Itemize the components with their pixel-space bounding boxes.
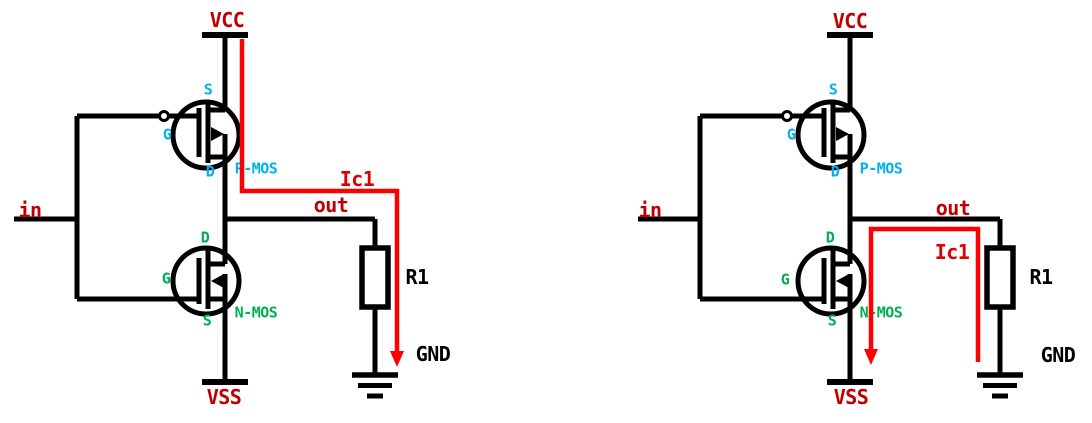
pmos-transistor-icon — [77, 99, 242, 171]
vcc-rail-icon — [827, 32, 873, 110]
nmos-transistor-icon — [170, 245, 242, 317]
resistor-icon — [984, 219, 1016, 375]
ground-icon — [977, 372, 1023, 399]
source-vss-wire — [202, 274, 248, 385]
drain-output-wire — [222, 157, 375, 264]
resistor-icon — [359, 219, 391, 375]
gate-bubble-icon — [158, 110, 170, 122]
circuit-right — [638, 32, 1023, 399]
circuit-left — [14, 32, 398, 399]
source-vss-wire — [827, 274, 873, 385]
ground-icon — [352, 372, 398, 399]
vcc-rail-icon — [202, 32, 248, 110]
gate-bubble-icon — [781, 110, 793, 122]
input-wires — [14, 116, 199, 302]
input-wires — [638, 116, 824, 302]
drain-output-wire — [847, 157, 1000, 264]
pmos-transistor-icon — [700, 99, 867, 171]
nmos-transistor-icon — [795, 245, 867, 317]
